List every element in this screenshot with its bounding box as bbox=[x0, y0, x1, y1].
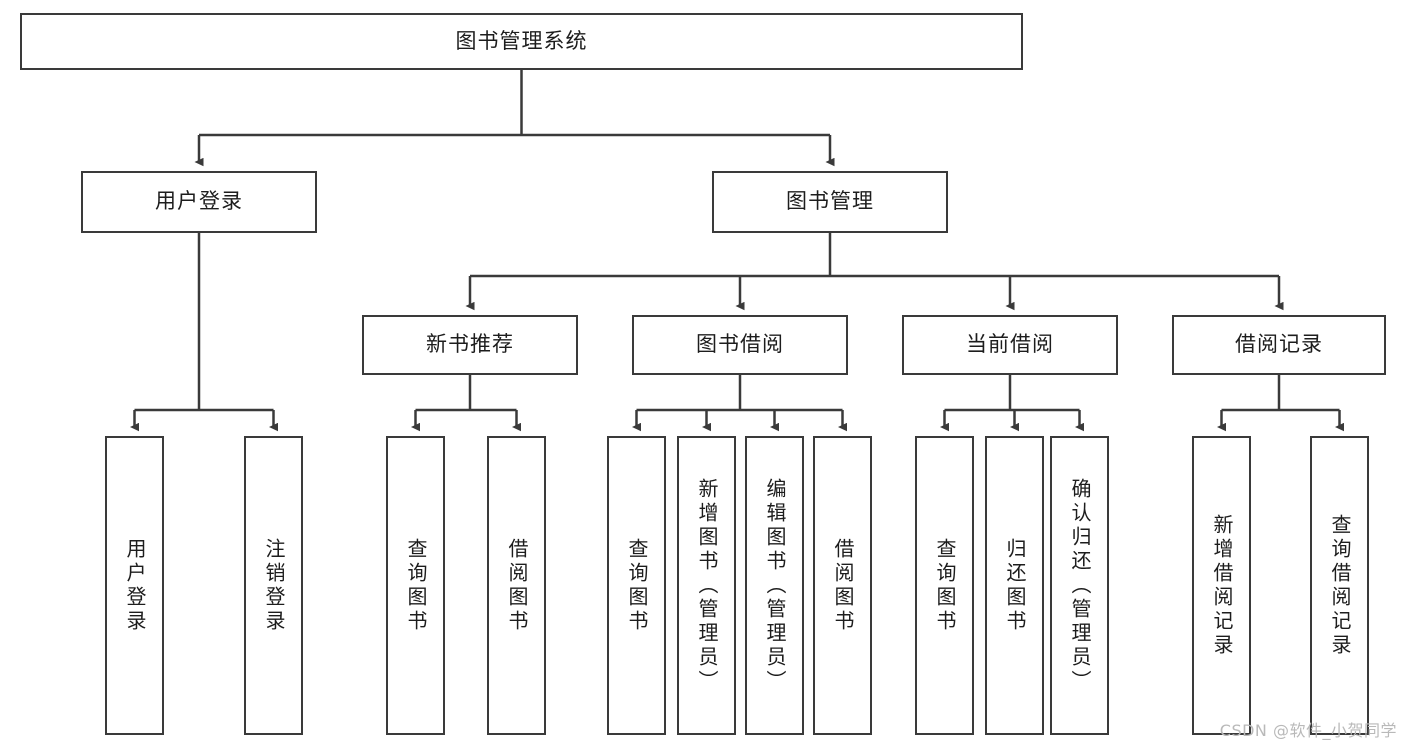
node-leaf-edit-book-label: 编辑图书（管理员） bbox=[763, 477, 787, 694]
node-borrow-record-label: 借阅记录 bbox=[1235, 332, 1323, 357]
node-leaf-query-record-label: 查询借阅记录 bbox=[1328, 513, 1352, 658]
node-book-manage[interactable]: 图书管理 bbox=[712, 171, 948, 233]
node-new-book-rec-label: 新书推荐 bbox=[426, 332, 514, 357]
node-leaf-confirm-return[interactable]: 确认归还（管理员） bbox=[1050, 436, 1109, 735]
node-leaf-logout-label: 注销登录 bbox=[262, 537, 286, 634]
node-current-borrow-label: 当前借阅 bbox=[966, 332, 1054, 357]
node-leaf-add-book[interactable]: 新增图书（管理员） bbox=[677, 436, 736, 735]
node-current-borrow[interactable]: 当前借阅 bbox=[902, 315, 1118, 375]
node-leaf-query-book-borrow-label: 查询图书 bbox=[625, 537, 649, 634]
node-book-borrow[interactable]: 图书借阅 bbox=[632, 315, 848, 375]
node-user-login[interactable]: 用户登录 bbox=[81, 171, 317, 233]
node-leaf-borrow-book-rec[interactable]: 借阅图书 bbox=[487, 436, 546, 735]
node-book-borrow-label: 图书借阅 bbox=[696, 332, 784, 357]
node-root-label: 图书管理系统 bbox=[455, 28, 588, 53]
node-root[interactable]: 图书管理系统 bbox=[20, 13, 1023, 70]
node-leaf-query-book-current[interactable]: 查询图书 bbox=[915, 436, 974, 735]
node-leaf-query-record[interactable]: 查询借阅记录 bbox=[1310, 436, 1369, 735]
node-borrow-record[interactable]: 借阅记录 bbox=[1172, 315, 1386, 375]
node-leaf-query-book-current-label: 查询图书 bbox=[933, 537, 957, 634]
node-leaf-confirm-return-label: 确认归还（管理员） bbox=[1068, 477, 1092, 694]
node-leaf-return-book-label: 归还图书 bbox=[1003, 537, 1027, 634]
node-leaf-add-book-label: 新增图书（管理员） bbox=[695, 477, 719, 694]
node-leaf-query-book-rec[interactable]: 查询图书 bbox=[386, 436, 445, 735]
node-leaf-edit-book[interactable]: 编辑图书（管理员） bbox=[745, 436, 804, 735]
node-user-login-label: 用户登录 bbox=[155, 189, 243, 214]
node-leaf-user-login[interactable]: 用户登录 bbox=[105, 436, 164, 735]
node-leaf-borrow-book-label: 借阅图书 bbox=[831, 537, 855, 634]
node-leaf-query-book-borrow[interactable]: 查询图书 bbox=[607, 436, 666, 735]
node-leaf-add-record[interactable]: 新增借阅记录 bbox=[1192, 436, 1251, 735]
node-leaf-return-book[interactable]: 归还图书 bbox=[985, 436, 1044, 735]
node-book-manage-label: 图书管理 bbox=[786, 189, 874, 214]
node-leaf-borrow-book-rec-label: 借阅图书 bbox=[505, 537, 529, 634]
node-leaf-logout[interactable]: 注销登录 bbox=[244, 436, 303, 735]
node-leaf-borrow-book[interactable]: 借阅图书 bbox=[813, 436, 872, 735]
node-leaf-user-login-label: 用户登录 bbox=[123, 537, 147, 634]
node-leaf-query-book-rec-label: 查询图书 bbox=[404, 537, 428, 634]
node-new-book-rec[interactable]: 新书推荐 bbox=[362, 315, 578, 375]
node-leaf-add-record-label: 新增借阅记录 bbox=[1210, 513, 1234, 658]
